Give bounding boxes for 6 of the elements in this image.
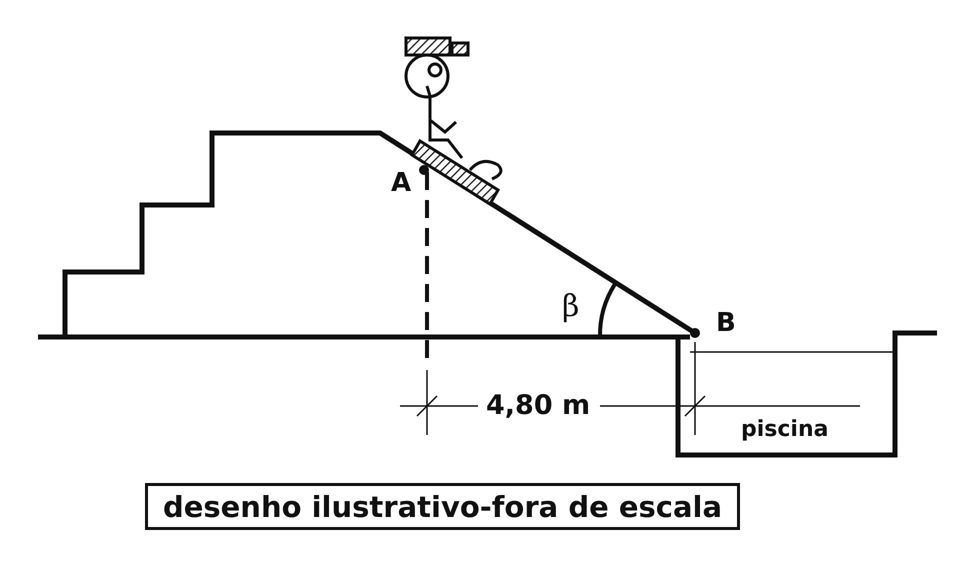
note-box xyxy=(145,483,740,530)
point-label: A xyxy=(391,170,412,196)
point-label: B xyxy=(716,310,736,336)
angle-label: β xyxy=(562,292,580,322)
note-text: desenho ilustrativo-fora de escala xyxy=(162,490,722,524)
pool-label: piscina xyxy=(741,419,828,441)
